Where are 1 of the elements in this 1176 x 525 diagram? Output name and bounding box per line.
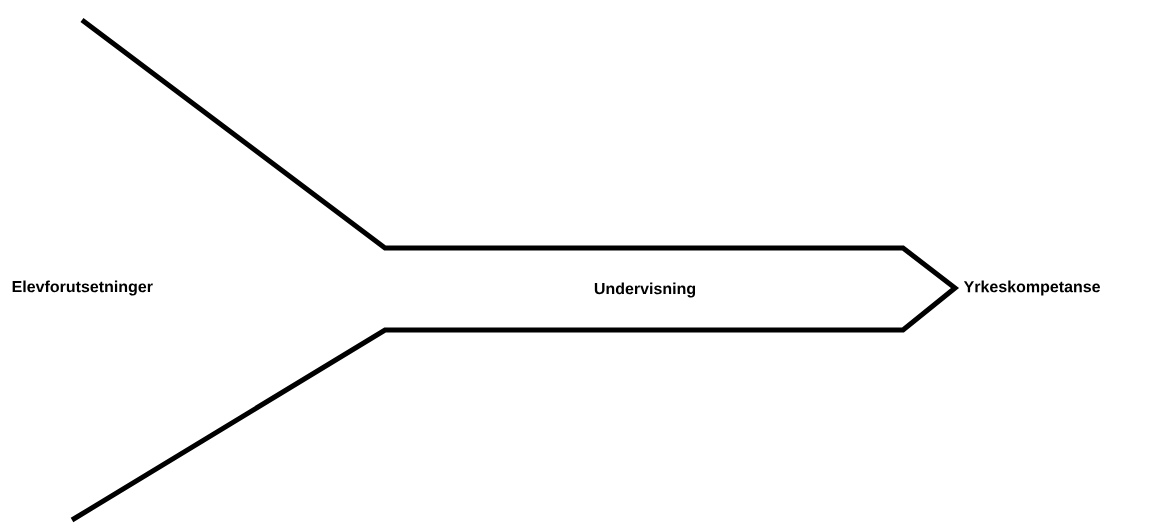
label: Elevforutsetninger [12,280,153,296]
